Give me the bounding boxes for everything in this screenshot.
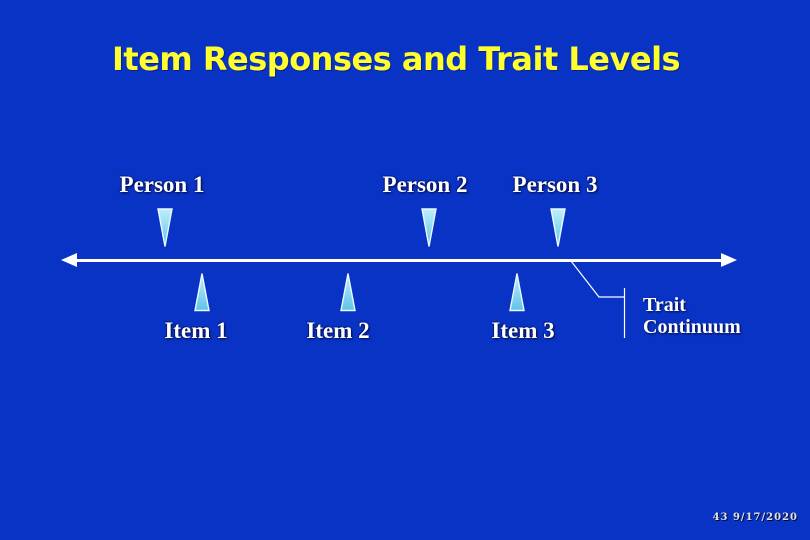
person-3-marker-triangle-down-icon <box>550 208 566 247</box>
person-2-label: Person 2 <box>382 172 468 197</box>
trait-continuum-axis-line <box>74 259 724 262</box>
item-1-marker-triangle-up-icon <box>194 273 210 312</box>
item-2-marker-triangle-up-icon <box>340 273 356 312</box>
person-1-marker-triangle-down-icon <box>157 208 173 247</box>
item-1-label: Item 1 <box>164 318 228 343</box>
item-2-label: Item 2 <box>306 318 370 343</box>
person-1-label: Person 1 <box>119 172 205 197</box>
person-3-label: Person 3 <box>512 172 598 197</box>
slide-footer-page-date: 43 9/17/2020 <box>712 512 798 523</box>
slide-title: Item Responses and Trait Levels <box>112 40 681 78</box>
axis-arrowhead-left-icon <box>61 253 77 267</box>
item-3-marker-triangle-up-icon <box>509 273 525 312</box>
item-3-label: Item 3 <box>491 318 555 343</box>
trait-continuum-label-line2: Continuum <box>643 316 741 338</box>
axis-arrowhead-right-icon <box>721 253 737 267</box>
person-2-marker-triangle-down-icon <box>421 208 437 247</box>
trait-continuum-label-line1: Trait <box>643 294 686 316</box>
trait-continuum-label: Trait Continuum <box>643 294 741 338</box>
